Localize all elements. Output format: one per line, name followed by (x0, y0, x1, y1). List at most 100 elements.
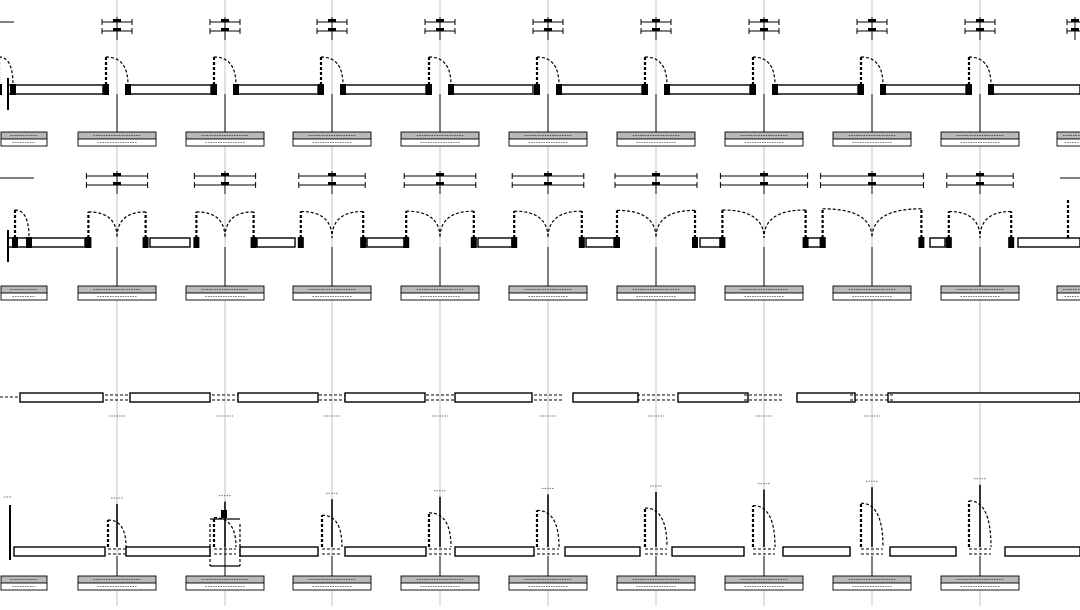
door-tag-bottom (724, 138, 804, 147)
door-tag-bottom (508, 582, 588, 591)
door-arc-left (300, 210, 333, 239)
dim-block (328, 173, 336, 176)
door-tag-icon (940, 285, 1020, 301)
door-swing-arc-icon (945, 210, 1015, 248)
wall-icon (1004, 546, 1080, 557)
door-swing-arc-icon (426, 56, 454, 95)
dim-block (868, 182, 876, 185)
door-arc (428, 56, 452, 86)
wall-icon (699, 237, 721, 248)
wall-icon (13, 546, 106, 557)
door-tag-icon (185, 131, 265, 147)
dim-block (221, 173, 229, 176)
wall-icon (450, 84, 534, 95)
dim-block (113, 182, 121, 185)
door-tag-bottom (185, 292, 265, 301)
door-jamb (0, 84, 2, 95)
dim-block (221, 510, 227, 518)
door-jamb (297, 237, 304, 248)
dimension-mark-icon (946, 171, 1014, 194)
door-tag-icon (616, 131, 696, 147)
dim-block (221, 182, 229, 185)
door-swing-arc-icon (12, 209, 32, 248)
dim-block (544, 182, 552, 185)
door-tag-icon (940, 131, 1020, 147)
dim-block (113, 19, 121, 22)
door-jamb (918, 237, 925, 248)
wall-icon (149, 237, 191, 248)
row-single-doors-bottom (0, 478, 1080, 591)
wall-icon (477, 237, 513, 248)
wall-icon (887, 392, 1080, 403)
door-jamb (10, 84, 16, 95)
door-swing-arc-icon (858, 56, 886, 95)
wall-icon (235, 84, 319, 95)
door-tag-bottom (832, 292, 912, 301)
door-swing-arc-icon (106, 504, 127, 555)
dimension-mark-icon (748, 17, 780, 40)
door-tag-icon (508, 131, 588, 147)
door-jamb (556, 84, 562, 95)
dim-block (328, 182, 336, 185)
door-tag-icon (1056, 285, 1080, 301)
door-arc-left (822, 208, 873, 239)
door-tag-bottom (724, 582, 804, 591)
door-jamb (360, 237, 367, 248)
door-swing-arc-icon (535, 494, 560, 555)
dim-block (976, 173, 984, 176)
dim-block (760, 28, 768, 31)
door-swing-arc-icon (103, 56, 131, 95)
door-tag-icon (616, 575, 696, 591)
dimension-mark-icon (316, 17, 348, 40)
door-jamb (103, 84, 109, 95)
dim-block (868, 173, 876, 176)
door-tag-bottom (400, 292, 480, 301)
door-arc (644, 507, 668, 548)
door-arc (752, 56, 776, 86)
door-arc (213, 56, 237, 86)
door-tag-icon (292, 285, 372, 301)
door-jamb (988, 84, 994, 95)
door-tag-bottom (616, 582, 696, 591)
door-arc (536, 56, 560, 86)
door-tag-icon (292, 575, 372, 591)
door-jamb (211, 84, 217, 95)
door-arc-left (196, 211, 226, 239)
dimension-mark-icon (820, 171, 924, 194)
door-jamb (664, 84, 670, 95)
door-jamb (12, 237, 18, 248)
wall-icon (239, 546, 319, 557)
door-jamb (802, 237, 809, 248)
door-tag-icon (77, 575, 157, 591)
door-jamb (750, 84, 756, 95)
door-jamb (511, 237, 518, 248)
dimension-mark-icon (193, 171, 257, 194)
dimension-mark-icon (101, 17, 133, 40)
dim-block (544, 28, 552, 31)
door-jamb (250, 237, 257, 248)
door-tag-bottom (508, 292, 588, 301)
door-tag-bottom (77, 292, 157, 301)
door-swing-arc-icon (403, 210, 477, 248)
door-jamb (1008, 237, 1015, 248)
door-jamb (614, 237, 620, 248)
dim-block (868, 28, 876, 31)
dim-block (436, 182, 444, 185)
door-tag-bottom (940, 138, 1020, 147)
door-swing-arc-icon (859, 487, 884, 555)
wall-icon (237, 392, 319, 403)
door-arc-left (88, 211, 118, 239)
door-tag-icon (0, 285, 48, 301)
door-tag-bottom (832, 582, 912, 591)
door-arc-right (763, 209, 806, 239)
dim-block (328, 28, 336, 31)
door-tag-bottom (940, 582, 1020, 591)
row-single-doors-top (0, 17, 1080, 147)
door-swing-arc-icon (751, 489, 776, 555)
door-tag-icon (77, 131, 157, 147)
door-arc-right (331, 210, 364, 239)
door-swing-arc-icon (297, 210, 367, 248)
door-tag-bottom (940, 292, 1020, 301)
dimension-mark-icon (614, 171, 698, 194)
